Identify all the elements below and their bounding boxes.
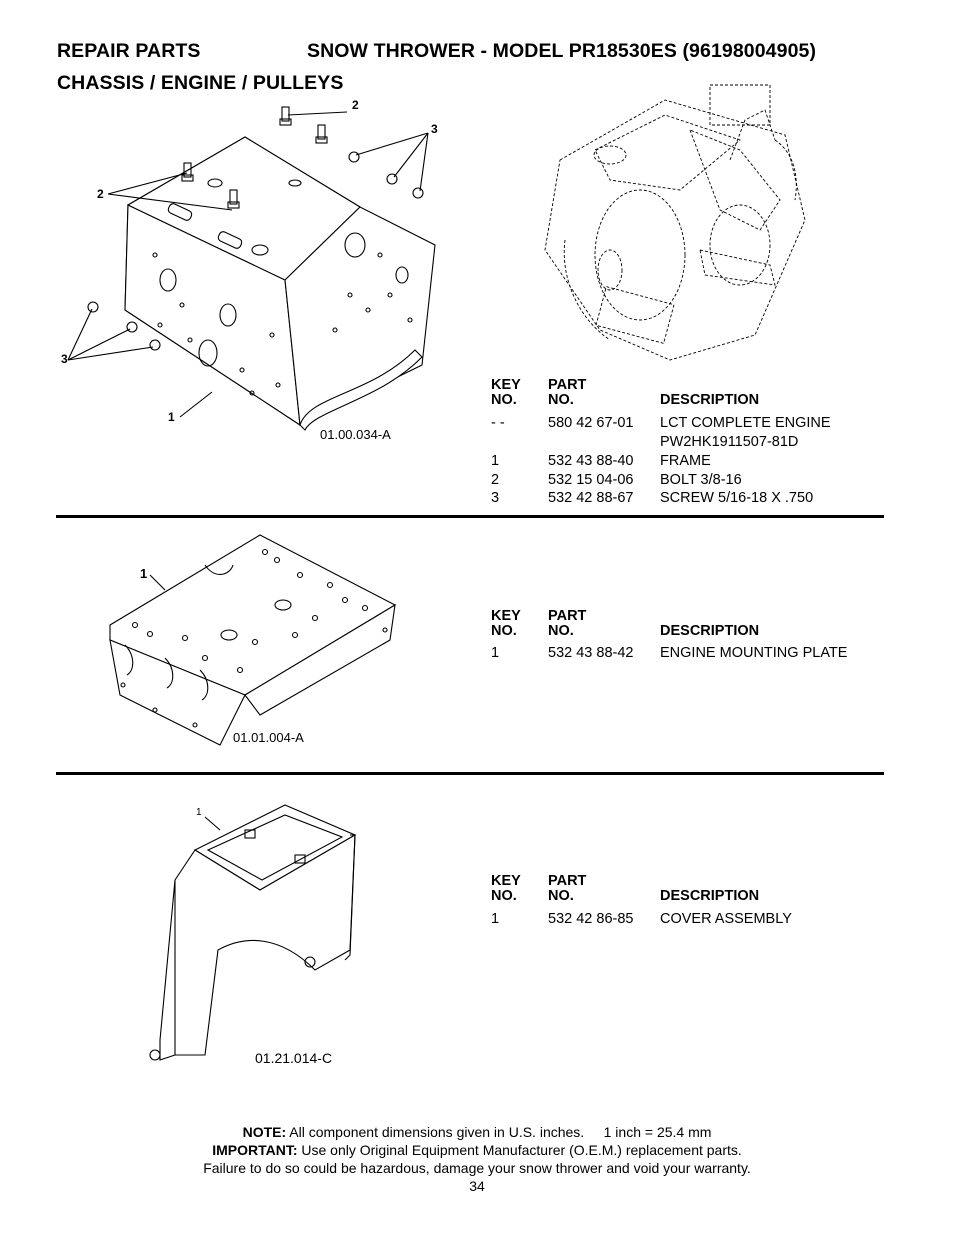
table-row-desc: ENGINE MOUNTING PLATE <box>660 645 848 661</box>
col-part-label: NO. <box>548 392 574 408</box>
table-row-key: 3 <box>491 490 500 506</box>
table-row-desc: FRAME <box>660 453 711 469</box>
col-part-label: NO. <box>548 623 574 639</box>
col-key-label: NO. <box>491 888 517 904</box>
col-description-label: DESCRIPTION <box>660 888 760 904</box>
col-key-label: KEY <box>491 377 521 393</box>
col-description-label: DESCRIPTION <box>660 392 760 408</box>
header-model: SNOW THROWER - MODEL PR18530ES (96198004… <box>307 40 817 62</box>
table-row-desc: LCT COMPLETE ENGINE <box>660 415 831 431</box>
table-row-key: 1 <box>491 911 500 927</box>
section-divider <box>56 772 884 775</box>
col-key-label: NO. <box>491 392 517 408</box>
col-key-label: NO. <box>491 623 517 639</box>
callout-1: 1 <box>140 566 148 581</box>
table-row-key: 1 <box>491 453 500 469</box>
table-row-part: 532 42 88-67 <box>548 490 634 506</box>
callout-1: 1 <box>168 410 175 424</box>
mounting-plate-diagram <box>105 530 405 750</box>
table-row-key: 1 <box>491 645 500 661</box>
table-row-part: 532 15 04-06 <box>548 472 634 488</box>
frame-illustration <box>67 106 436 431</box>
frame-diagram <box>50 95 470 445</box>
col-description-label: DESCRIPTION <box>660 623 760 639</box>
callout-1: 1 <box>196 807 202 818</box>
callout-2-left: 2 <box>97 187 104 201</box>
header-title: REPAIR PARTS <box>57 40 201 62</box>
table-row-desc: COVER ASSEMBLY <box>660 911 792 927</box>
footer-warning: Failure to do so could be hazardous, dam… <box>203 1160 751 1176</box>
col-part-label: PART <box>548 377 587 393</box>
footer-important: IMPORTANT: Use only Original Equipment M… <box>0 1141 954 1159</box>
table-row-part: 532 43 88-42 <box>548 645 634 661</box>
table-row-key: 2 <box>491 472 500 488</box>
callout-3-right: 3 <box>431 122 438 136</box>
engine-diagram <box>540 80 820 370</box>
col-part-label: NO. <box>548 888 574 904</box>
table-row-desc: BOLT 3/8-16 <box>660 472 742 488</box>
footer-note: NOTE: All component dimensions given in … <box>0 1123 954 1141</box>
table-row-part: 532 43 88-40 <box>548 453 634 469</box>
col-key-label: KEY <box>491 873 521 889</box>
col-part-label: PART <box>548 608 587 624</box>
cover-assembly-diagram <box>149 800 370 1070</box>
table-row-part: 580 42 67-01 <box>548 415 634 431</box>
col-part-label: PART <box>548 873 587 889</box>
figure-code: 01.00.034-A <box>320 427 391 442</box>
note-text: All component dimensions given in U.S. i… <box>286 1124 712 1140</box>
figure-code: 01.21.014-C <box>255 1050 333 1066</box>
engine-illustration <box>544 84 806 361</box>
page-number: 34 <box>469 1178 485 1194</box>
table-row-part: 532 42 86-85 <box>548 911 634 927</box>
callout-3-left: 3 <box>61 352 68 366</box>
important-label: IMPORTANT: <box>212 1142 298 1158</box>
note-label: NOTE: <box>242 1124 287 1140</box>
figure-code: 01.01.004-A <box>233 730 304 745</box>
important-text: Use only Original Equipment Manufacturer… <box>297 1142 742 1158</box>
section-divider <box>56 515 884 518</box>
section-subtitle: CHASSIS / ENGINE / PULLEYS <box>57 72 344 94</box>
table-row-desc: SCREW 5/16-18 X .750 <box>660 490 814 506</box>
mounting-plate-illustration <box>109 534 397 746</box>
cover-assembly-illustration <box>149 804 357 1061</box>
col-key-label: KEY <box>491 608 521 624</box>
table-row-desc-cont: PW2HK1911507-81D <box>660 434 799 450</box>
table-row-key: - - <box>491 415 505 431</box>
callout-2-top: 2 <box>352 98 359 112</box>
